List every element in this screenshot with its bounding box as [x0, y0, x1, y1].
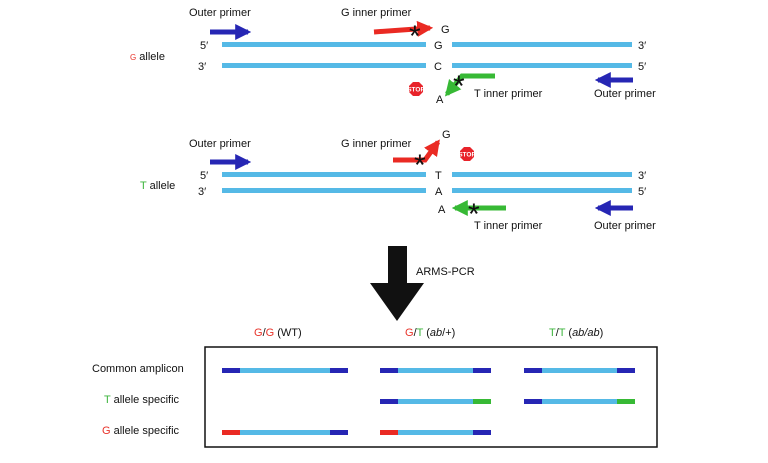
row-label-common: Common amplicon	[92, 363, 184, 375]
top-strand-right	[452, 42, 632, 47]
t-allele-label: T allele	[140, 180, 175, 192]
top-strand-3-prime: 3′	[638, 40, 646, 52]
inner-tip-base: G	[442, 129, 451, 141]
amplicon-band	[222, 430, 348, 435]
results-box	[204, 346, 658, 448]
g-allele-panel: Outer primer G inner primer * G G allele…	[130, 7, 656, 106]
stop-sign-icon: STOP	[458, 147, 476, 161]
g-inner-primer-label: G inner primer	[341, 138, 412, 150]
bottom-strand-left	[222, 188, 426, 193]
top-base: T	[435, 170, 442, 182]
amplicon-band	[380, 399, 491, 404]
g-allele-label: G allele	[130, 51, 165, 63]
bottom-strand-5-prime: 5′	[638, 186, 646, 198]
genotype-header-wt: G/G (WT)	[254, 327, 302, 339]
svg-text:STOP: STOP	[407, 87, 425, 94]
top-strand-right	[452, 172, 632, 177]
bottom-strand-right	[452, 188, 632, 193]
mismatch-asterisk: *	[414, 149, 426, 182]
outer-primer-left-label: Outer primer	[189, 138, 251, 150]
genotype-header-hom: T/T (ab/ab)	[549, 327, 603, 339]
t-tip-base: A	[438, 204, 446, 216]
top-strand-5-prime: 5′	[200, 40, 208, 52]
g-inner-primer-arrow	[373, 20, 434, 37]
bottom-strand-3-prime: 3′	[198, 61, 206, 73]
mismatch-base: A	[436, 94, 444, 106]
mismatch-asterisk: *	[453, 70, 465, 103]
amplicon-band	[524, 399, 635, 404]
amplicon-band	[380, 430, 491, 435]
bottom-strand-left	[222, 63, 426, 68]
method-label: ARMS-PCR	[416, 266, 475, 278]
top-strand-3-prime: 3′	[638, 170, 646, 182]
top-strand-5-prime: 5′	[200, 170, 208, 182]
outer-primer-right-label: Outer primer	[594, 88, 656, 100]
top-base: G	[434, 40, 443, 52]
genotype-header-het: G/T (ab/+)	[405, 327, 455, 339]
amplicon-band	[222, 368, 348, 373]
row-label-t-specific: T allele specific	[104, 394, 180, 406]
t-allele-letter: T	[140, 180, 147, 192]
g-inner-primer-arrow	[393, 139, 441, 163]
bottom-base: A	[435, 186, 443, 198]
bottom-base: C	[434, 61, 442, 73]
outer-primer-right-label: Outer primer	[594, 220, 656, 232]
bottom-strand-3-prime: 3′	[198, 186, 206, 198]
t-inner-primer-label: T inner primer	[474, 88, 543, 100]
g-allele-letter: G	[130, 53, 136, 62]
amplicon-band	[380, 368, 491, 373]
outer-primer-left-label: Outer primer	[189, 7, 251, 19]
amplicon-band	[524, 368, 635, 373]
row-label-g-specific: G allele specific	[102, 425, 180, 437]
top-strand-left	[222, 172, 426, 177]
bottom-strand-5-prime: 5′	[638, 61, 646, 73]
inner-tip-base: G	[441, 24, 450, 36]
match-asterisk: *	[468, 198, 480, 231]
t-inner-primer-arrow	[444, 73, 495, 97]
t-inner-primer-label: T inner primer	[474, 220, 543, 232]
t-allele-panel: Outer primer G inner primer * G STOP T a…	[140, 129, 656, 232]
top-strand-left	[222, 42, 426, 47]
genotype-headers: G/G (WT) G/T (ab/+) T/T (ab/ab)	[254, 327, 603, 339]
svg-text:STOP: STOP	[458, 152, 476, 159]
bottom-strand-right	[452, 63, 632, 68]
stop-sign-icon: STOP	[407, 82, 425, 96]
g-inner-primer-label: G inner primer	[341, 7, 412, 19]
down-arrow-icon	[370, 246, 424, 321]
match-asterisk: *	[409, 20, 421, 53]
